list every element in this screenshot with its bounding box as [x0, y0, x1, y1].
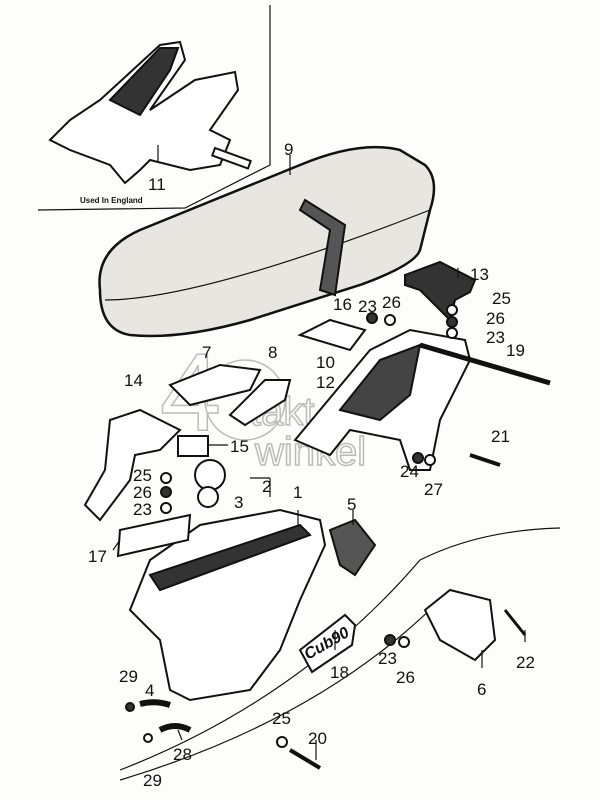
part-13-bracket [404, 260, 477, 322]
callout-23: 23 [378, 649, 397, 668]
callout-24: 24 [400, 462, 419, 481]
part-7-plate [168, 363, 262, 407]
part-14-lock [83, 408, 182, 522]
callout-27: 27 [424, 480, 443, 499]
part-5-bracket [328, 518, 377, 577]
callout-10: 10 [316, 353, 335, 372]
callout-26: 26 [133, 483, 152, 502]
callout-labels: 11 9 13 23 26 25 26 23 16 7 8 10 12 19 1… [88, 140, 535, 790]
callout-13: 13 [470, 265, 489, 284]
callout-16: 16 [333, 295, 352, 314]
callout-1: 1 [293, 483, 302, 502]
callout-5: 5 [347, 495, 356, 514]
callout-11: 11 [148, 175, 166, 194]
callout-3: 3 [234, 493, 243, 512]
inset-frame [37, 5, 271, 211]
inset-note: Used In England [80, 196, 143, 205]
callout-8: 8 [268, 343, 277, 362]
callout-6: 6 [477, 680, 486, 699]
callout-26: 26 [396, 668, 415, 687]
callout-29: 29 [143, 771, 162, 790]
callout-23: 23 [133, 500, 152, 519]
callout-26: 26 [486, 309, 505, 328]
frame-outline [119, 527, 561, 771]
callout-23: 23 [486, 328, 505, 347]
callout-4: 4 [145, 681, 154, 700]
callout-25: 25 [492, 289, 511, 308]
part-3-gasket [197, 486, 219, 508]
hardware [125, 304, 527, 770]
callout-29: 29 [119, 667, 138, 686]
callout-18: 18 [330, 663, 349, 682]
callout-2: 2 [262, 477, 271, 496]
part-11-bracket [48, 40, 252, 185]
callout-25: 25 [133, 466, 152, 485]
part-9-seat [98, 145, 436, 338]
callout-19: 19 [506, 341, 525, 360]
part-2-cap [194, 459, 226, 491]
part-19-rod [419, 342, 551, 386]
callout-9: 9 [284, 140, 293, 159]
callout-26: 26 [382, 293, 401, 312]
callout-20: 20 [308, 729, 327, 748]
callout-22: 22 [516, 653, 535, 672]
part-15-pad [177, 435, 209, 457]
part-16-plate [297, 318, 367, 352]
part-6-bracket [423, 588, 497, 662]
part-12-frame [293, 328, 472, 471]
callout-21: 21 [491, 427, 510, 446]
callout-28: 28 [173, 745, 192, 764]
callout-25: 25 [272, 709, 291, 728]
callout-15: 15 [230, 437, 249, 456]
callout-17: 17 [88, 547, 107, 566]
callout-14: 14 [124, 371, 143, 390]
part-17-pad [116, 513, 192, 558]
part-8-plate [228, 379, 292, 427]
callout-23: 23 [358, 297, 377, 316]
leader-lines [112, 145, 526, 760]
callout-7: 7 [202, 343, 211, 362]
frame-outline-inner [119, 599, 441, 781]
part-1-toolbox [128, 508, 327, 702]
callout-12: 12 [316, 373, 335, 392]
